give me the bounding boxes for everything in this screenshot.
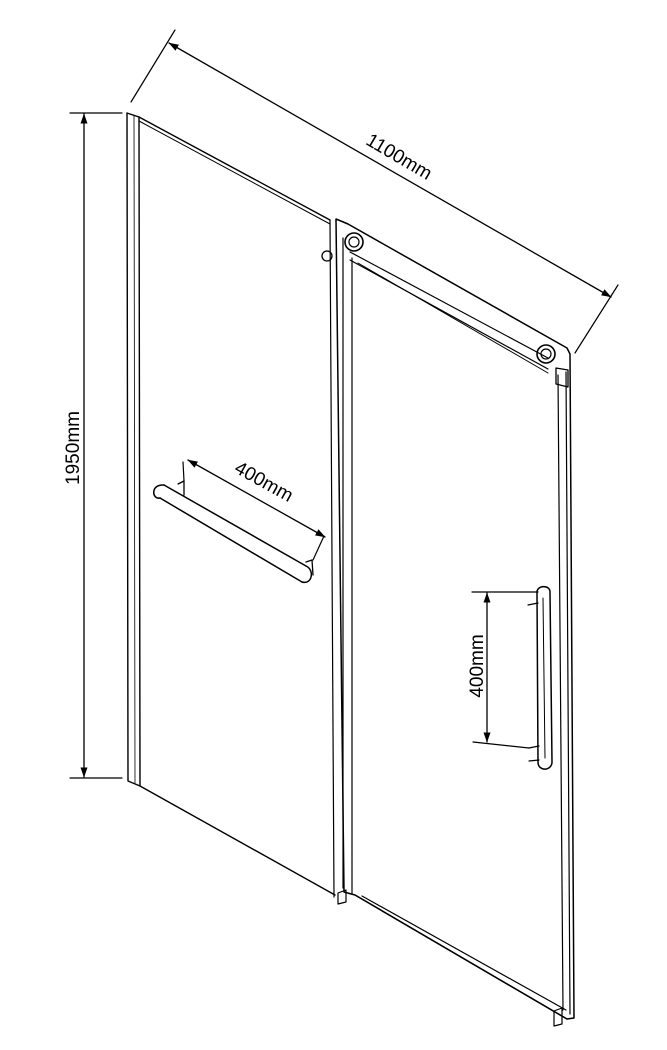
fixed-glass-panel xyxy=(126,112,336,898)
top-roller-left xyxy=(344,232,364,252)
towel-bar-dimension: 400mm xyxy=(187,458,326,538)
width-dimension: 1100mm xyxy=(130,29,619,354)
width-label: 1100mm xyxy=(362,130,435,185)
height-dimension: 1950mm xyxy=(63,112,123,779)
height-label: 1950mm xyxy=(63,411,84,485)
door-handle xyxy=(527,585,553,770)
towel-bar-label: 400mm xyxy=(231,458,297,507)
door-handle-dimension: 400mm xyxy=(467,591,530,749)
sliding-glass-door xyxy=(335,218,575,1027)
door-handle-label: 400mm xyxy=(467,634,488,697)
top-roller-right xyxy=(536,344,569,388)
